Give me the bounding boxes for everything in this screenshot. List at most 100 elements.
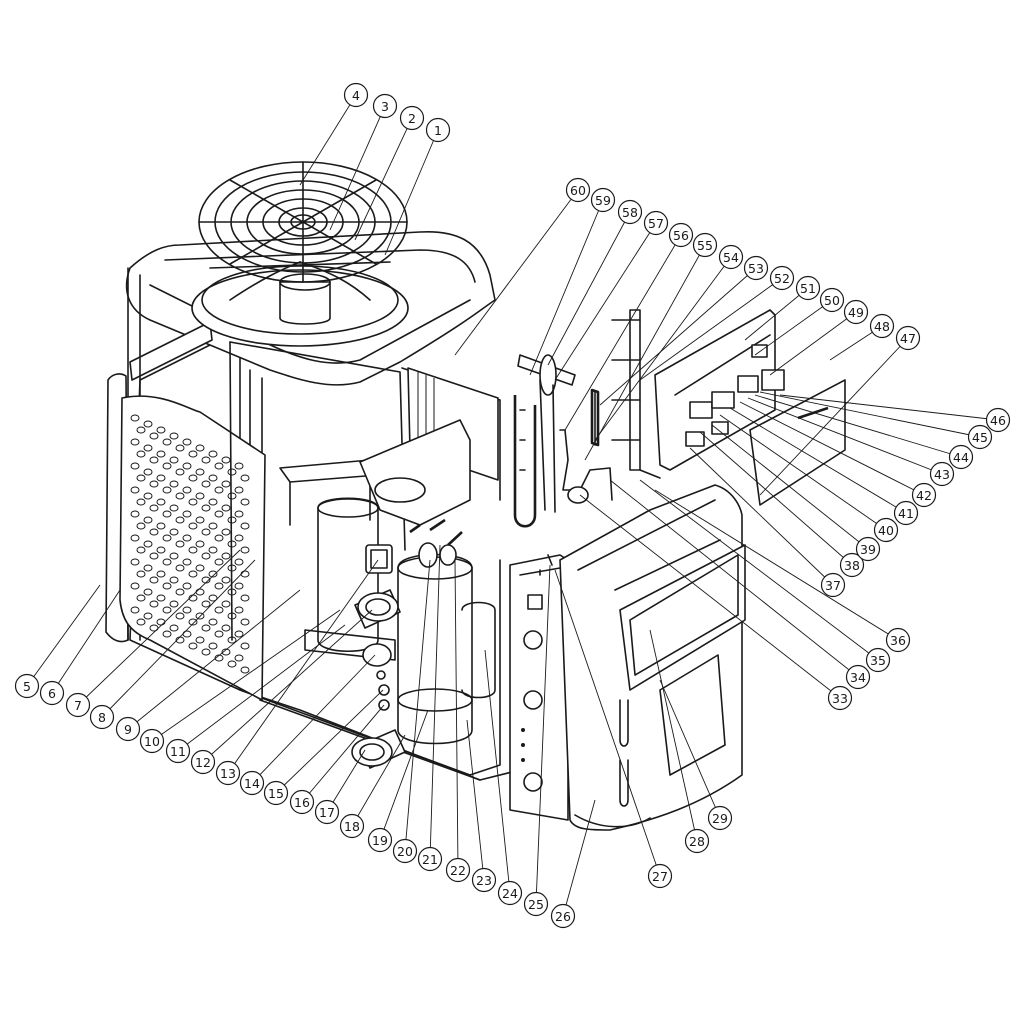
leader-line-8: [101, 559, 256, 718]
callout-number: 49: [848, 305, 864, 320]
grille-hole: [143, 612, 153, 620]
grille-hole: [130, 558, 140, 566]
callout-circle: [372, 93, 398, 119]
callout-35: 35: [865, 647, 891, 673]
callout-circle: [893, 500, 919, 526]
grille-hole: [214, 582, 224, 590]
callout-circle: [14, 673, 40, 699]
callout-14: 14: [239, 770, 265, 796]
callout-46: 46: [985, 407, 1011, 433]
grille-hole: [221, 528, 231, 536]
callout-circle: [314, 799, 340, 825]
leader-line-4: [299, 94, 357, 186]
callout-number: 15: [268, 786, 284, 801]
grille-hole: [214, 558, 224, 566]
leader-line-36: [654, 489, 899, 641]
leader-line-13: [227, 559, 379, 774]
grille-hole: [214, 462, 224, 470]
grille-hole: [221, 600, 231, 608]
callout-number: 14: [244, 776, 260, 791]
grille-hole: [201, 456, 211, 464]
leader-line-1: [384, 129, 439, 256]
callout-1: 1: [425, 117, 451, 143]
grille-hole: [195, 492, 205, 500]
callout-number: 19: [372, 833, 388, 848]
callout-number: 16: [294, 795, 310, 810]
callout-circle: [617, 199, 643, 225]
grille-hole: [234, 654, 244, 662]
grille-hole: [143, 468, 153, 476]
grille-hole: [136, 426, 146, 434]
callout-number: 58: [622, 205, 638, 220]
grille-hole: [169, 456, 179, 464]
callout-circle: [869, 313, 895, 339]
grille-hole: [221, 576, 231, 584]
callout-59: 59: [590, 187, 616, 213]
grille-hole: [169, 432, 179, 440]
grille-hole: [162, 438, 172, 446]
leader-line-34: [609, 479, 859, 678]
callout-number: 57: [648, 216, 664, 231]
grille-hole: [175, 492, 185, 500]
grille-hole: [221, 480, 231, 488]
callout-circle: [471, 867, 497, 893]
front-housing-right: [559, 484, 746, 831]
expansion-valve-assembly: [517, 354, 576, 513]
grille-hole: [214, 486, 224, 494]
grille-hole: [182, 606, 192, 614]
callout-number: 26: [555, 909, 571, 924]
leader-line-7: [77, 549, 241, 706]
callout-circle: [139, 728, 165, 754]
callout-21: 21: [417, 846, 443, 872]
grille-hole: [162, 462, 172, 470]
grille-hole: [227, 492, 237, 500]
leader-line-18: [351, 734, 406, 827]
callout-number: 33: [832, 691, 848, 706]
grille-hole: [169, 528, 179, 536]
callout-number: 41: [898, 506, 914, 521]
callout-number: 5: [23, 679, 31, 694]
leader-line-54: [594, 256, 732, 441]
grille-hole: [240, 594, 250, 602]
grille-hole: [240, 546, 250, 554]
callout-circle: [929, 461, 955, 487]
grille-hole: [208, 594, 218, 602]
leader-line-6: [51, 589, 121, 694]
callout-circle: [692, 232, 718, 258]
leader-line-29: [659, 679, 721, 819]
callout-number: 1: [434, 123, 442, 138]
callout-circle: [497, 880, 523, 906]
grille-hole: [175, 516, 185, 524]
leader-line-21: [429, 544, 441, 860]
callout-number: 37: [825, 578, 841, 593]
callout-circle: [668, 222, 694, 248]
callout-60: 60: [565, 177, 591, 203]
leader-line-38: [699, 431, 853, 566]
callout-number: 46: [990, 413, 1006, 428]
callout-40: 40: [873, 517, 899, 543]
grille-hole: [156, 498, 166, 506]
leader-line-59: [529, 199, 604, 376]
callout-circle: [417, 846, 443, 872]
callout-number: 56: [673, 228, 689, 243]
callout-circle: [839, 552, 865, 578]
callout-circle: [565, 177, 591, 203]
callout-circle: [769, 265, 795, 291]
grille-hole: [188, 522, 198, 530]
callout-number: 23: [476, 873, 492, 888]
callout-circle: [425, 117, 451, 143]
grille-hole: [188, 618, 198, 626]
leader-line-47: [759, 337, 909, 496]
callout-52: 52: [769, 265, 795, 291]
grille-hole: [143, 492, 153, 500]
grille-hole: [162, 534, 172, 542]
grille-hole: [136, 618, 146, 626]
grille-hole: [130, 534, 140, 542]
callout-41: 41: [893, 500, 919, 526]
callout-number: 22: [450, 863, 466, 878]
callout-number: 59: [595, 193, 611, 208]
grille-hole: [240, 642, 250, 650]
callout-circle: [795, 275, 821, 301]
callout-number: 53: [748, 261, 764, 276]
